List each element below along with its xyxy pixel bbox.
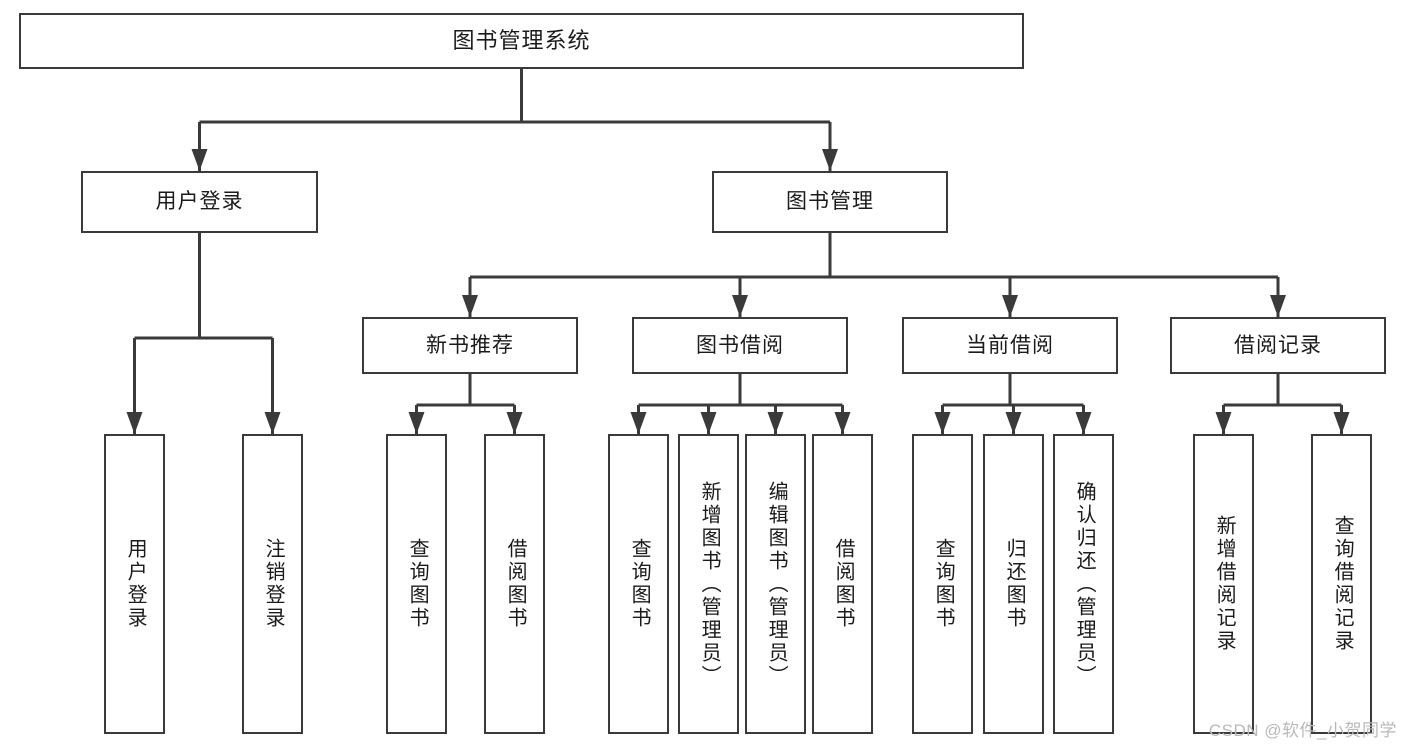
node-label: 归还图书 [1003,538,1026,630]
node-label: 用户登录 [155,190,244,214]
node-leaf_12[interactable]: 查询借阅记录 [1311,434,1372,734]
node-label: 确认归还（管理员） [1073,480,1096,688]
node-leaf_4[interactable]: 查询图书 [608,434,669,734]
node-l3_1[interactable]: 图书借阅 [632,317,848,374]
node-label: 查询借阅记录 [1331,515,1354,653]
node-label: 图书管理 [786,190,874,214]
node-leaf_1[interactable]: 注销登录 [242,434,303,734]
watermark-text: CSDN @软件_小贺同学 [1208,721,1397,740]
node-label: 用户登录 [124,538,147,630]
node-leaf_7[interactable]: 借阅图书 [812,434,873,734]
node-label: 新增图书（管理员） [698,480,721,688]
node-label: 图书借阅 [696,333,784,357]
node-label: 新书推荐 [426,333,514,357]
node-label: 借阅图书 [504,538,527,630]
node-leaf_5[interactable]: 新增图书（管理员） [678,434,739,734]
node-leaf_10[interactable]: 确认归还（管理员） [1053,434,1114,734]
node-label: 借阅记录 [1234,333,1322,357]
node-l2_0[interactable]: 用户登录 [81,171,318,233]
node-l3_0[interactable]: 新书推荐 [362,317,578,374]
node-label: 当前借阅 [966,333,1054,357]
node-label: 借阅图书 [832,538,855,630]
node-l3_3[interactable]: 借阅记录 [1170,317,1386,374]
node-root[interactable]: 图书管理系统 [19,13,1024,69]
node-leaf_11[interactable]: 新增借阅记录 [1193,434,1254,734]
node-leaf_0[interactable]: 用户登录 [104,434,165,734]
node-l2_1[interactable]: 图书管理 [712,171,948,233]
node-label: 查询图书 [406,538,429,630]
node-leaf_9[interactable]: 归还图书 [983,434,1044,734]
node-leaf_8[interactable]: 查询图书 [912,434,973,734]
node-label: 编辑图书（管理员） [765,480,788,688]
node-leaf_6[interactable]: 编辑图书（管理员） [745,434,806,734]
node-label: 图书管理系统 [452,27,591,53]
node-label: 注销登录 [262,538,285,630]
node-l3_2[interactable]: 当前借阅 [902,317,1118,374]
node-leaf_3[interactable]: 借阅图书 [484,434,545,734]
node-label: 查询图书 [628,538,651,630]
node-label: 查询图书 [932,538,955,630]
node-label: 新增借阅记录 [1213,515,1236,653]
node-leaf_2[interactable]: 查询图书 [386,434,447,734]
